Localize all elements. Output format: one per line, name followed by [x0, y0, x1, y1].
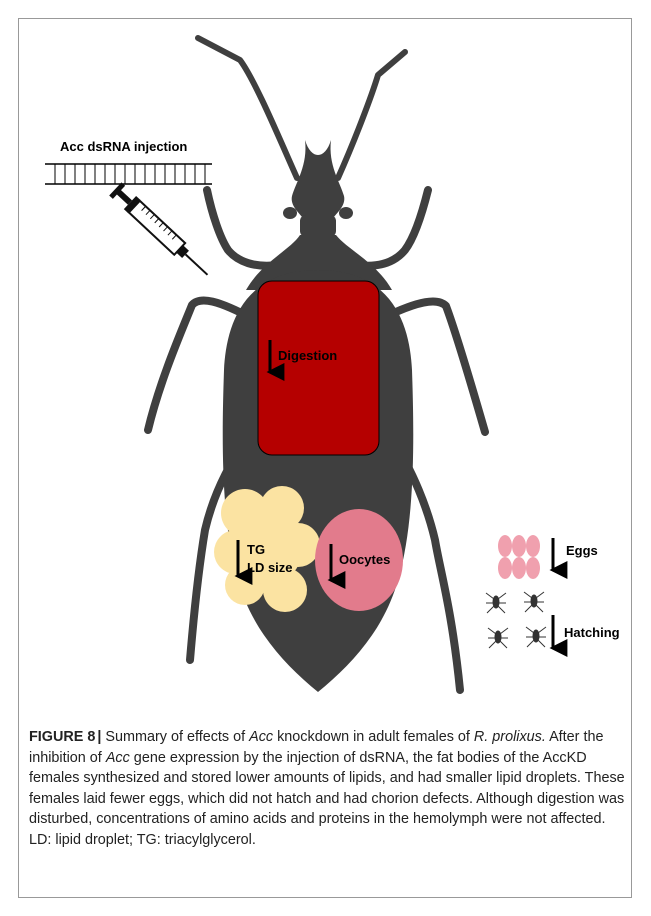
oocytes-label: Oocytes [339, 552, 390, 567]
ld-size-label: LD size [247, 560, 293, 575]
nymphs-icon [486, 592, 546, 648]
caption-species: R. prolixus. [474, 729, 546, 745]
eggs-icon [498, 535, 540, 579]
tg-label: TG [247, 542, 265, 557]
eggs-label: Eggs [566, 543, 598, 558]
figure-caption: FIGURE 8|Summary of effects of Acc knock… [29, 727, 629, 851]
gut-region [258, 281, 379, 455]
caption-separator: | [97, 729, 101, 745]
syringe-icon [109, 182, 213, 281]
hatching-label: Hatching [564, 625, 620, 640]
caption-gene-2: Acc [106, 750, 130, 766]
digestion-label: Digestion [278, 348, 337, 363]
caption-title-a: Summary of effects of [105, 729, 249, 745]
dsrna-strand-icon [45, 164, 212, 184]
effects-diagram: Digestion TG LD size Oocytes Acc dsRNA i… [0, 0, 651, 716]
injection-label: Acc dsRNA injection [60, 139, 187, 154]
caption-title-b: knockdown in adult females of [273, 729, 474, 745]
figure-label: FIGURE 8 [29, 729, 95, 745]
caption-gene-1: Acc [249, 729, 273, 745]
